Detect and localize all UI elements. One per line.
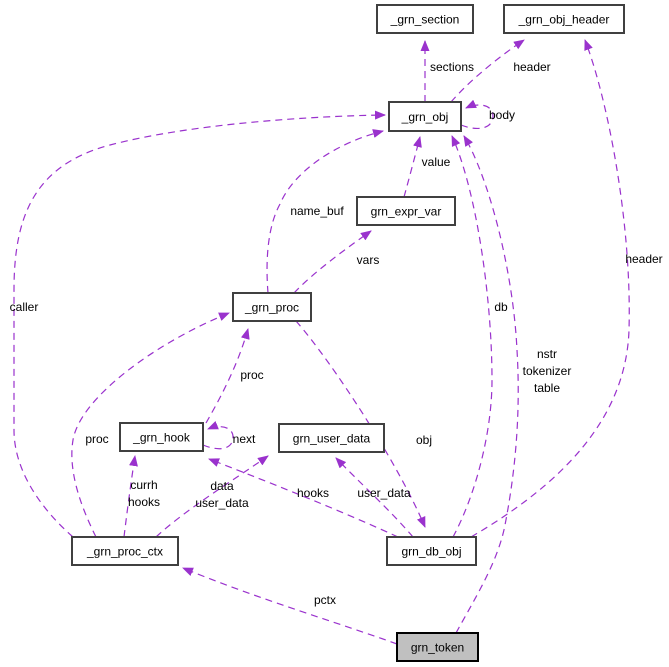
edge-user_data — [335, 457, 414, 538]
edge-db — [451, 135, 493, 538]
edge-caller — [13, 110, 386, 538]
edge-proc — [205, 328, 250, 424]
node-grn-expr-var[interactable]: grn_expr_var — [356, 196, 456, 226]
edge-label-value: value — [422, 155, 451, 169]
edge-currh-hooks — [123, 455, 138, 538]
node-grn-db-obj[interactable]: grn_db_obj — [386, 536, 477, 566]
edge-data-user_data — [155, 455, 269, 538]
edge-name_buf — [266, 129, 384, 294]
node-label-grn-proc: _grn_proc — [244, 301, 299, 315]
node-grn-obj[interactable]: _grn_obj — [388, 101, 462, 132]
edge-value — [403, 136, 422, 198]
node-grn-proc-ctx[interactable]: _grn_proc_ctx — [71, 536, 179, 566]
node-label-grn-token: grn_token — [411, 641, 464, 655]
node-label-grn-expr-var: grn_expr_var — [371, 205, 442, 219]
edge-label-proc: proc — [240, 368, 263, 382]
node-box-grn-expr-var[interactable] — [356, 196, 456, 226]
node-box-grn-obj[interactable] — [388, 101, 462, 132]
edge-label-header: header — [513, 60, 550, 74]
edge-label-body: body — [489, 108, 515, 122]
edge-header — [470, 39, 630, 538]
node-box-grn-token[interactable] — [396, 632, 479, 662]
edge-label-obj: obj — [416, 433, 432, 447]
node-box-grn-section[interactable] — [376, 4, 474, 34]
node-grn-token[interactable]: grn_token — [396, 632, 479, 662]
edge-label-hooks: hooks — [297, 486, 329, 500]
node-box-grn-proc-ctx[interactable] — [71, 536, 179, 566]
node-grn-user-data[interactable]: grn_user_data — [278, 423, 385, 453]
node-grn-hook[interactable]: _grn_hook — [119, 422, 204, 452]
edge-label-pctx: pctx — [314, 593, 336, 607]
edge-label-name_buf: name_buf — [290, 204, 344, 218]
edge-label-db: db — [494, 300, 508, 314]
edge-next — [202, 421, 234, 450]
node-box-grn-hook[interactable] — [119, 422, 204, 452]
node-grn-obj-header[interactable]: _grn_obj_header — [503, 4, 625, 34]
node-label-grn-hook: _grn_hook — [132, 431, 191, 445]
edge-body — [460, 99, 494, 129]
node-label-grn-db-obj: grn_db_obj — [401, 545, 461, 559]
node-grn-section[interactable]: _grn_section — [376, 4, 474, 34]
edge-label-user_data: user_data — [357, 486, 411, 500]
edge-vars — [293, 230, 372, 294]
node-box-grn-db-obj[interactable] — [386, 536, 477, 566]
edge-label-caller: caller — [10, 300, 39, 314]
edge-proc — [71, 312, 230, 538]
node-label-grn-obj: _grn_obj — [401, 110, 449, 124]
node-box-grn-user-data[interactable] — [278, 423, 385, 453]
node-label-grn-user-data: grn_user_data — [293, 432, 371, 446]
edge-label-next: next — [233, 432, 256, 446]
edge-header — [450, 39, 525, 103]
node-label-grn-proc-ctx: _grn_proc_ctx — [86, 545, 163, 559]
edge-label-header: header — [625, 252, 662, 266]
edge-hooks — [208, 458, 399, 538]
node-label-grn-obj-header: _grn_obj_header — [518, 13, 610, 27]
node-label-grn-section: _grn_section — [390, 13, 460, 27]
node-grn-proc[interactable]: _grn_proc — [232, 292, 312, 322]
edge-label-proc: proc — [85, 432, 108, 446]
edge-nstr-tokenizer-table — [455, 135, 519, 634]
node-box-grn-obj-header[interactable] — [503, 4, 625, 34]
edge-label-sections: sections — [430, 60, 474, 74]
edge-pctx — [182, 567, 398, 645]
node-box-grn-proc[interactable] — [232, 292, 312, 322]
edge-label-vars: vars — [357, 253, 380, 267]
